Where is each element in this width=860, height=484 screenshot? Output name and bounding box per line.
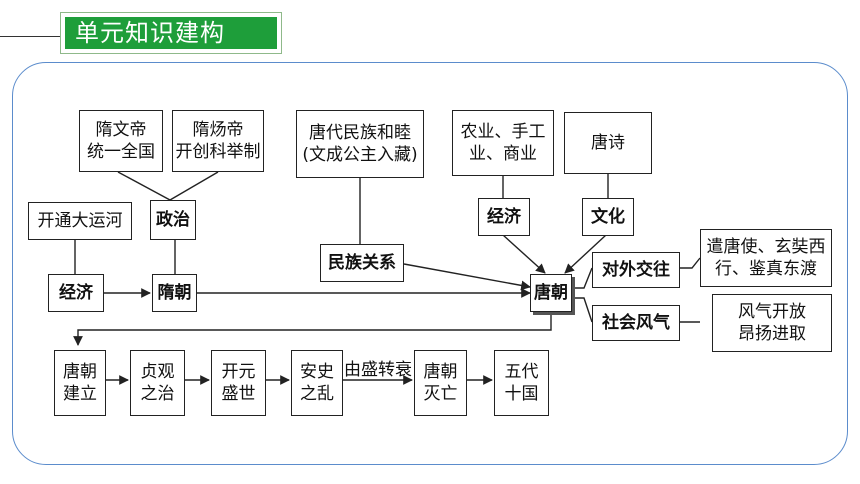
title-connector-line — [0, 36, 62, 37]
node-zhengzhi: 政治 — [150, 200, 196, 240]
node-tangminzu: 唐代民族和睦 (文成公主入藏) — [296, 110, 424, 178]
node-shehui: 社会风气 — [592, 305, 680, 341]
page-title: 单元知识建构 — [65, 17, 277, 49]
line-tangchao-duiwai — [572, 267, 593, 289]
node-jingji-top: 经济 — [478, 198, 530, 236]
diagram-panel — [12, 62, 848, 465]
line-tangchao-shehui — [572, 297, 593, 323]
node-jingji-left: 经济 — [48, 274, 104, 312]
node-suiwendi: 隋文帝 统一全国 — [79, 110, 163, 172]
node-anshi: 安史 之乱 — [291, 350, 343, 416]
node-nongye: 农业、手工 业、商业 — [452, 110, 554, 176]
line-suiyangdi-zhengzhi — [169, 171, 219, 201]
title-banner: 单元知识建构 — [60, 12, 282, 54]
line-duiwai-qiantang — [680, 257, 701, 269]
node-tangshi: 唐诗 — [564, 112, 652, 174]
node-jianli: 唐朝 建立 — [54, 350, 106, 416]
node-tangchao: 唐朝 — [530, 274, 572, 312]
node-suiyangdi: 隋炀帝 开创科举制 — [172, 110, 264, 172]
node-wenhua: 文化 — [582, 198, 634, 236]
label-shengshuai: 由盛转衰 — [344, 360, 412, 380]
node-minzu: 民族关系 — [320, 244, 404, 282]
node-fengqi: 风气开放 昂扬进取 — [712, 294, 832, 352]
node-duiwai: 对外交往 — [592, 252, 680, 288]
arrow-minzu-tangchao — [403, 263, 531, 291]
node-suichao: 隋朝 — [152, 274, 197, 312]
node-kaitong: 开通大运河 — [28, 202, 132, 240]
arrow-jingji-tangchao — [502, 234, 546, 274]
arrow-tangchao-timeline — [73, 312, 552, 346]
node-zhenguan: 贞观 之治 — [130, 350, 185, 416]
line-suiwendi-zhengzhi — [117, 171, 171, 201]
node-kaiyuan: 开元 盛世 — [211, 350, 266, 416]
node-miewang: 唐朝 灭亡 — [414, 350, 467, 416]
node-qiantang: 遣唐使、玄奘西 行、鉴真东渡 — [700, 229, 832, 287]
node-wudai: 五代 十国 — [494, 350, 549, 416]
arrow-wenhua-tangchao — [564, 234, 607, 274]
